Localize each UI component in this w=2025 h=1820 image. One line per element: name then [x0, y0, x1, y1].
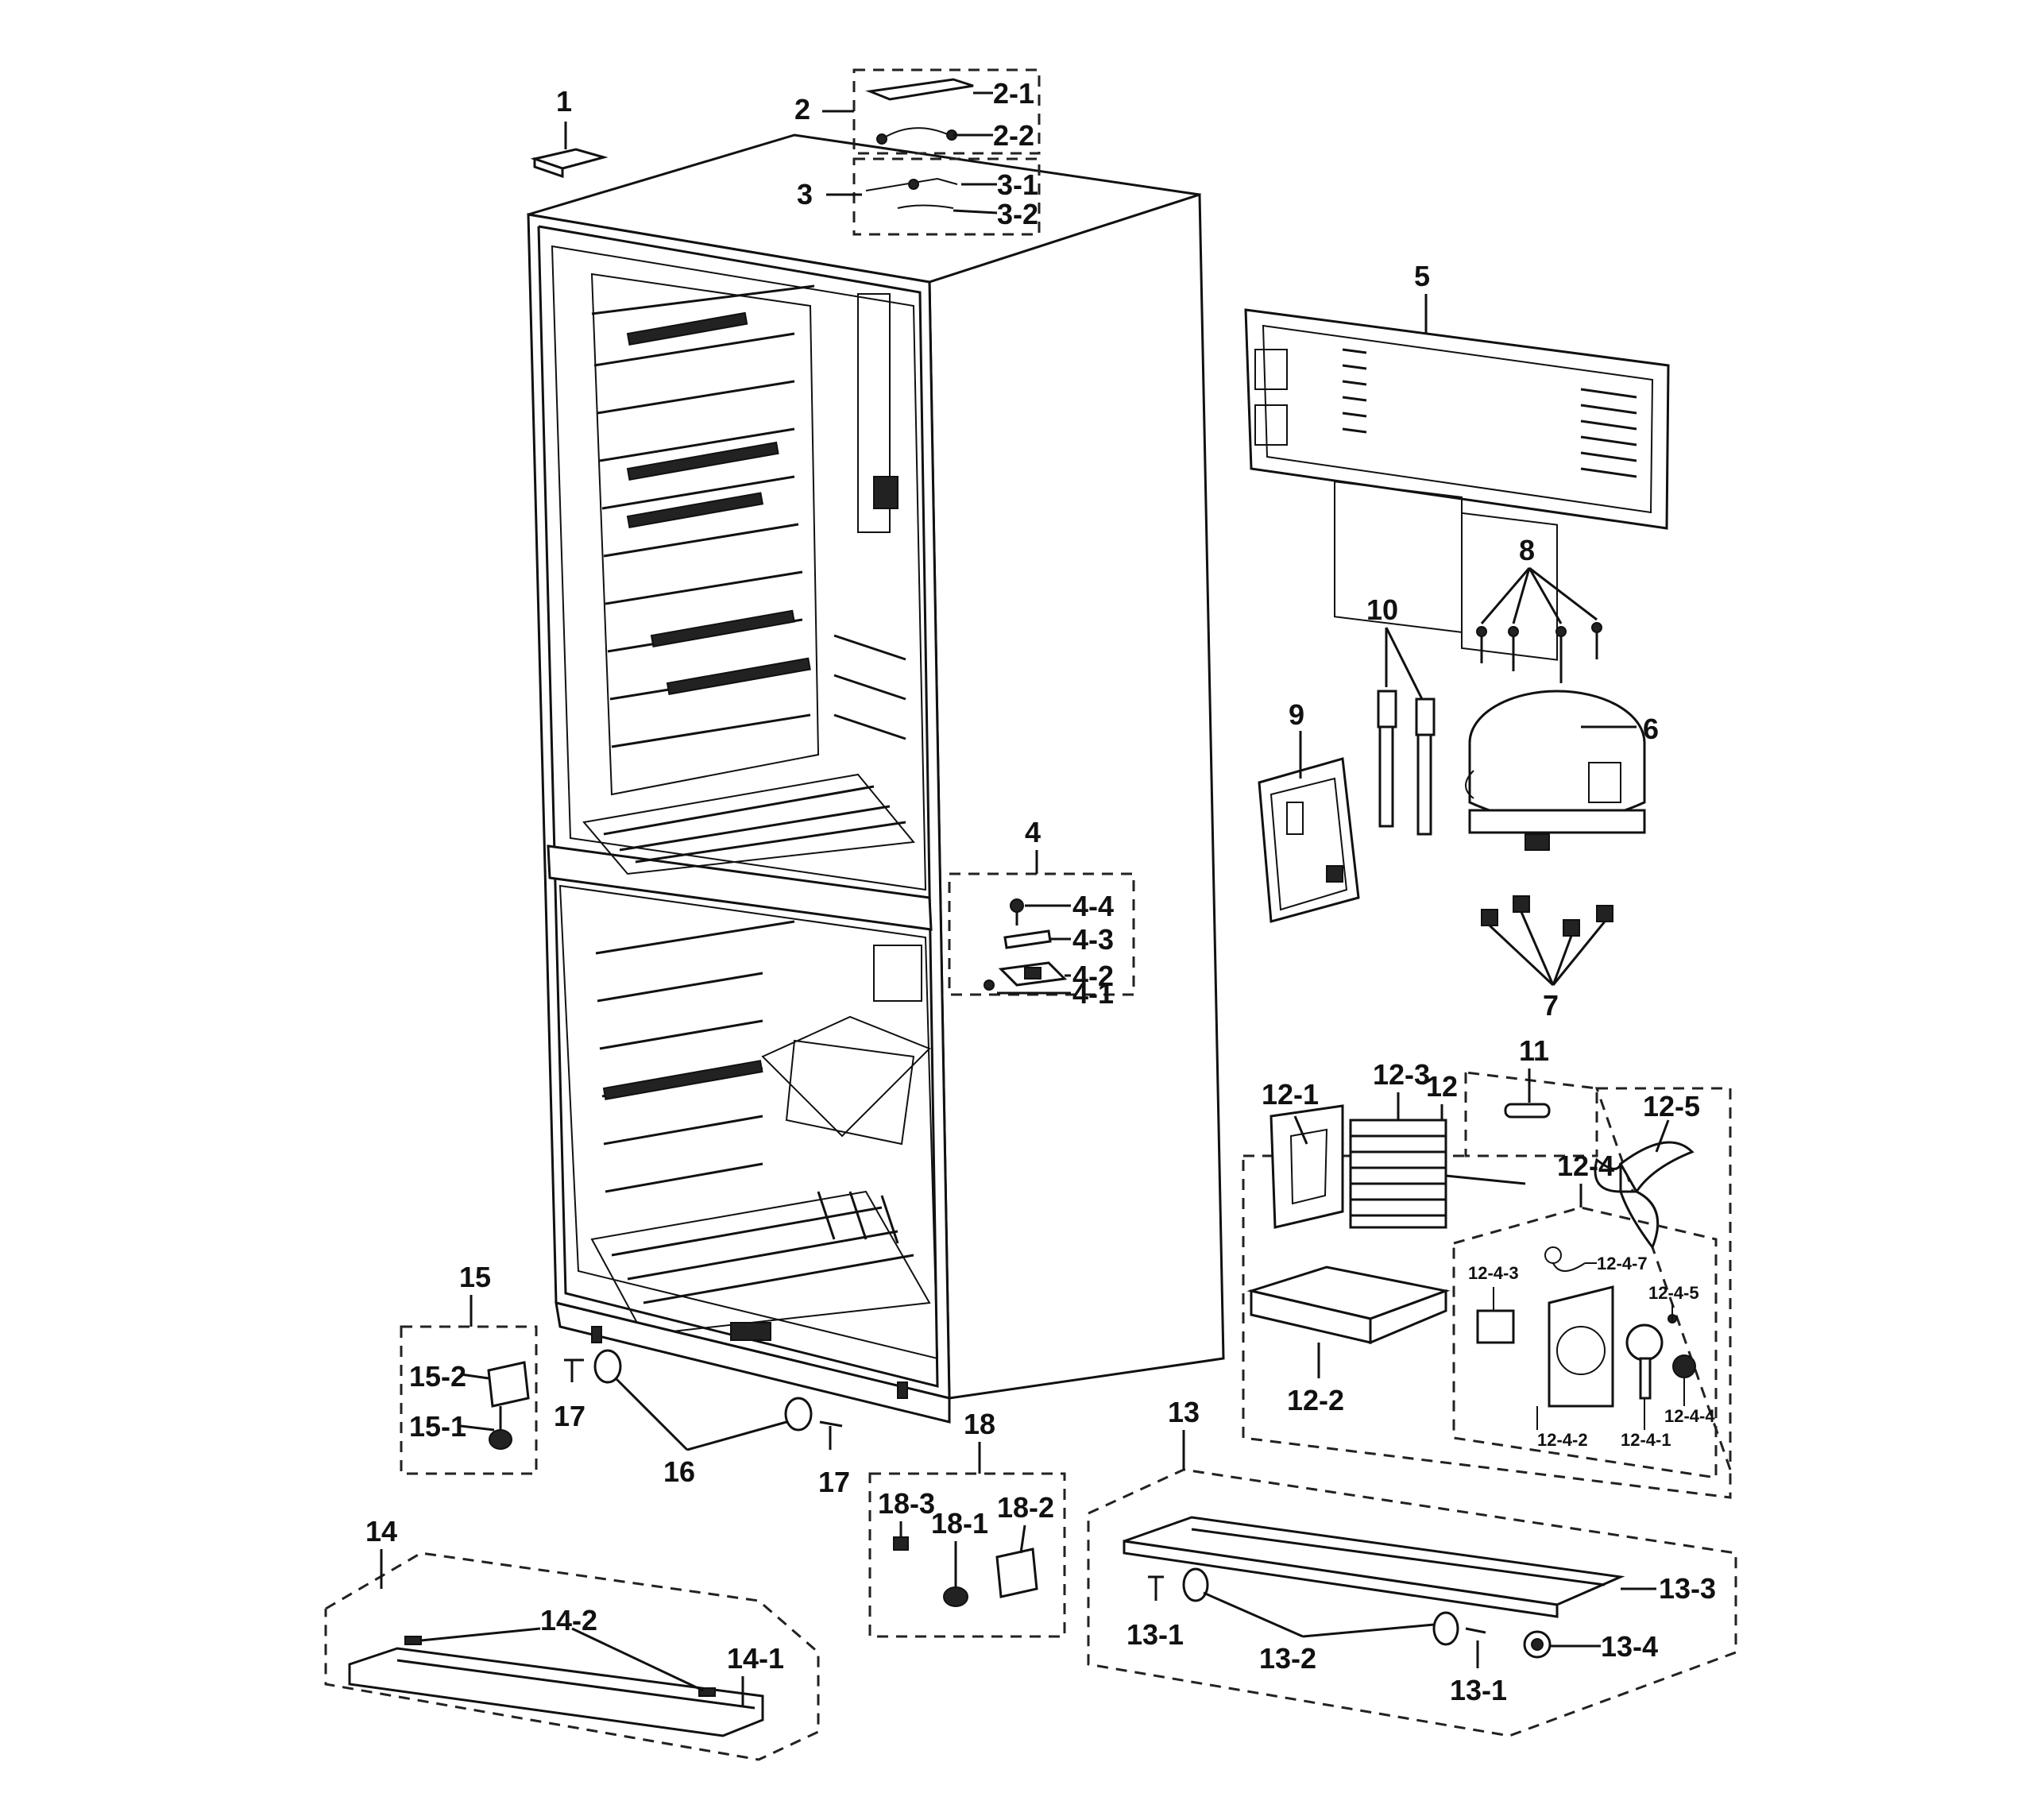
label-18-3: 18-3 — [878, 1487, 935, 1520]
label-13: 13 — [1168, 1396, 1200, 1428]
part-18-group: 18 18-3 18-1 18-2 — [868, 1408, 1066, 1638]
label-3: 3 — [797, 178, 813, 211]
part-14-group: 14 14-2 14-1 — [324, 1515, 820, 1761]
label-12-1: 12-1 — [1262, 1078, 1319, 1111]
label-15-2: 15-2 — [409, 1360, 466, 1393]
label-18-1: 18-1 — [931, 1507, 988, 1540]
label-17-left: 17 — [554, 1400, 585, 1432]
label-4-4: 4-4 — [1072, 890, 1114, 922]
label-8: 8 — [1519, 534, 1535, 566]
label-13-1-right: 13-1 — [1450, 1674, 1507, 1706]
label-14-2: 14-2 — [540, 1604, 597, 1636]
part-12-group: 12 12-1 12-3 12-2 11 — [1242, 1034, 1732, 1499]
part-17-pins: 17 17 — [554, 1358, 850, 1498]
label-12-4-5: 12-4-5 — [1648, 1283, 1699, 1303]
part-7-grommets: 7 — [1481, 895, 1613, 1022]
label-13-4: 13-4 — [1601, 1630, 1658, 1663]
label-17-right: 17 — [818, 1466, 850, 1498]
label-2-1: 2-1 — [993, 77, 1034, 110]
label-12-5: 12-5 — [1643, 1090, 1700, 1123]
evaporator-coil — [1349, 1119, 1526, 1229]
label-12-4: 12-4 — [1557, 1150, 1614, 1182]
label-15-1: 15-1 — [409, 1410, 466, 1443]
label-12: 12 — [1426, 1070, 1458, 1103]
label-12-4-1: 12-4-1 — [1621, 1430, 1671, 1450]
label-11: 11 — [1519, 1034, 1549, 1067]
label-4-3: 4-3 — [1072, 923, 1114, 956]
part-15-group: 15 15-2 15-1 — [400, 1261, 538, 1475]
label-12-4-4: 12-4-4 — [1664, 1406, 1715, 1426]
part-6-compressor: 6 — [1465, 690, 1659, 851]
part-1-hinge-cover: 1 — [530, 85, 609, 179]
label-12-3: 12-3 — [1373, 1058, 1430, 1091]
label-4-1: 4-1 — [1072, 977, 1114, 1010]
label-4: 4 — [1025, 816, 1041, 848]
part-4-group: 4 4-4 4-3 4-2 4-1 — [948, 816, 1135, 1010]
label-5: 5 — [1414, 260, 1430, 292]
label-2-2: 2-2 — [993, 119, 1034, 152]
refrigerator-cabinet — [527, 133, 1225, 1424]
part-10-heaters: 10 — [1366, 593, 1436, 836]
part-13-group: 13 13-3 13-1 13-2 13-1 13-4 — [1087, 1396, 1737, 1737]
part-2-group: 2 2-1 2-2 — [794, 68, 1041, 155]
label-13-1-left: 13-1 — [1127, 1618, 1184, 1651]
label-9: 9 — [1289, 698, 1304, 731]
part-8-bolts: 8 — [1476, 534, 1602, 683]
label-1: 1 — [556, 85, 572, 118]
vent-slots — [1342, 348, 1637, 478]
label-14-1: 14-1 — [727, 1642, 784, 1675]
label-10: 10 — [1366, 593, 1398, 626]
label-3-2: 3-2 — [997, 198, 1038, 230]
label-12-2: 12-2 — [1287, 1384, 1344, 1416]
label-18: 18 — [964, 1408, 995, 1440]
label-15: 15 — [459, 1261, 491, 1293]
label-16: 16 — [663, 1455, 695, 1488]
label-13-3: 13-3 — [1659, 1572, 1716, 1605]
label-18-2: 18-2 — [997, 1491, 1054, 1524]
label-12-4-3: 12-4-3 — [1468, 1263, 1519, 1283]
label-7: 7 — [1543, 989, 1559, 1022]
label-2: 2 — [794, 93, 810, 126]
label-14: 14 — [365, 1515, 397, 1548]
part-5-evaporator-cover: 5 — [1244, 260, 1670, 661]
label-12-4-2: 12-4-2 — [1537, 1430, 1588, 1450]
label-4-2: 4-2 — [1072, 960, 1114, 992]
label-13-2: 13-2 — [1259, 1642, 1316, 1675]
label-3-1: 3-1 — [997, 168, 1038, 201]
part-3-group: 3 3-1 3-2 — [797, 157, 1041, 236]
part-9-control-box: 9 — [1258, 698, 1360, 923]
label-6: 6 — [1643, 713, 1659, 745]
label-12-4-7: 12-4-7 — [1597, 1254, 1648, 1273]
part-16-rollers: 16 — [593, 1349, 813, 1488]
